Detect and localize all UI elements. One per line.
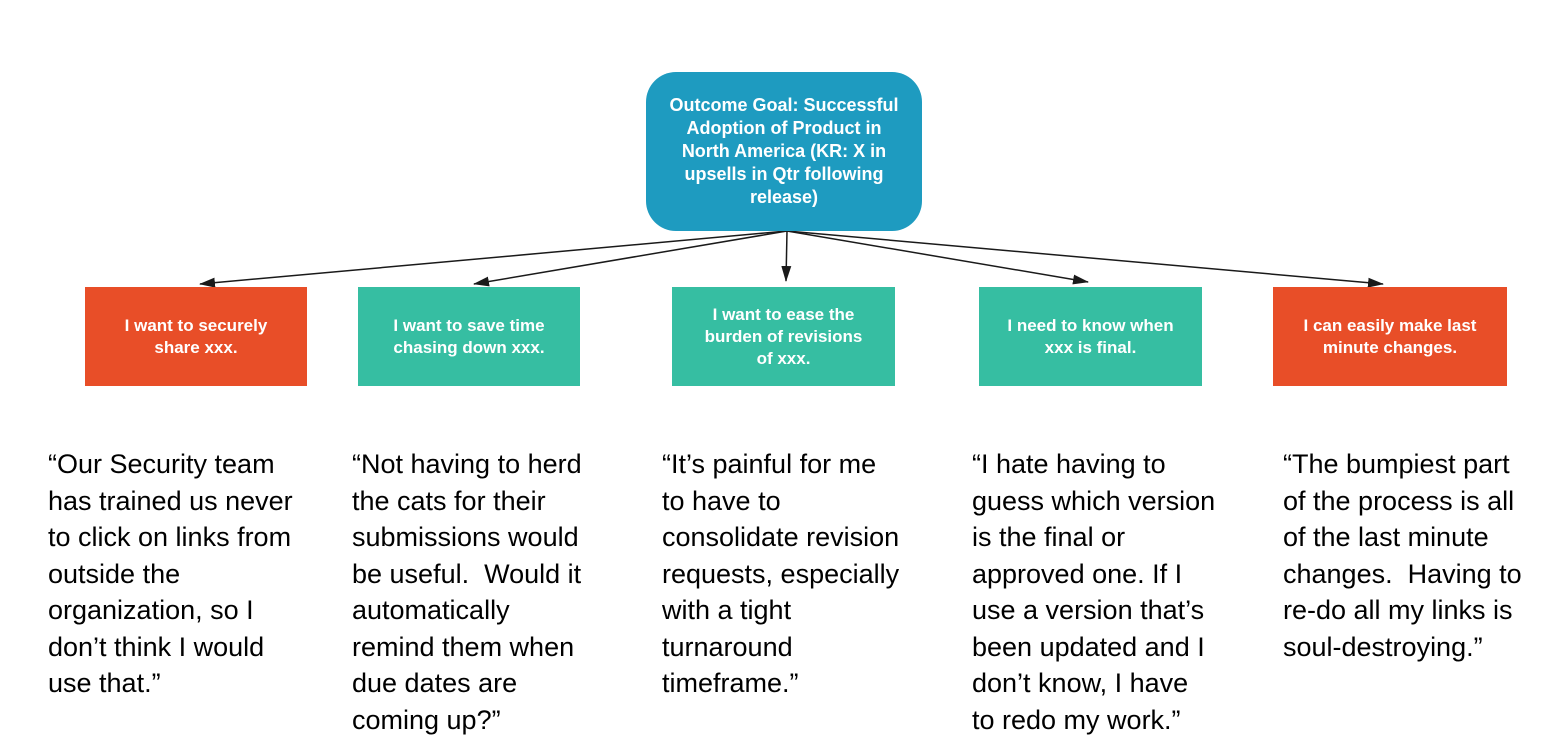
quote-text-consolidate-revisions: “It’s painful for me to have to consolid… [662,449,900,698]
quote-text-bumpiest-part: “The bumpiest part of the process is all… [1283,449,1522,662]
goal-label: Outcome Goal: Successful Adoption of Pro… [669,95,899,207]
need-node-save-time: I want to save time chasing down xxx. [358,287,580,386]
arrow-line [199,230,788,288]
arrow-line [781,230,792,282]
arrow-line [786,230,1089,285]
need-node-ease-revisions: I want to ease the burden of revisions o… [672,287,895,386]
arrow-line [786,230,1384,288]
need-label: I want to ease the burden of revisions o… [704,304,863,368]
need-node-securely-share: I want to securely share xxx. [85,287,307,386]
quote-text-security: “Our Security team has trained us never … [48,449,293,698]
need-node-last-minute-changes: I can easily make last minute changes. [1273,287,1507,386]
need-node-know-final: I need to know when xxx is final. [979,287,1202,386]
need-label: I want to securely share xxx. [124,315,268,357]
quote-text-herding-cats: “Not having to herd the cats for their s… [352,449,582,735]
need-label: I need to know when xxx is final. [1007,315,1174,357]
need-label: I want to save time chasing down xxx. [393,315,545,357]
need-label: I can easily make last minute changes. [1303,315,1477,357]
arrow-line [473,230,788,287]
quote-text-guess-version: “I hate having to guess which version is… [972,449,1216,735]
goal-node: Outcome Goal: Successful Adoption of Pro… [646,72,922,231]
